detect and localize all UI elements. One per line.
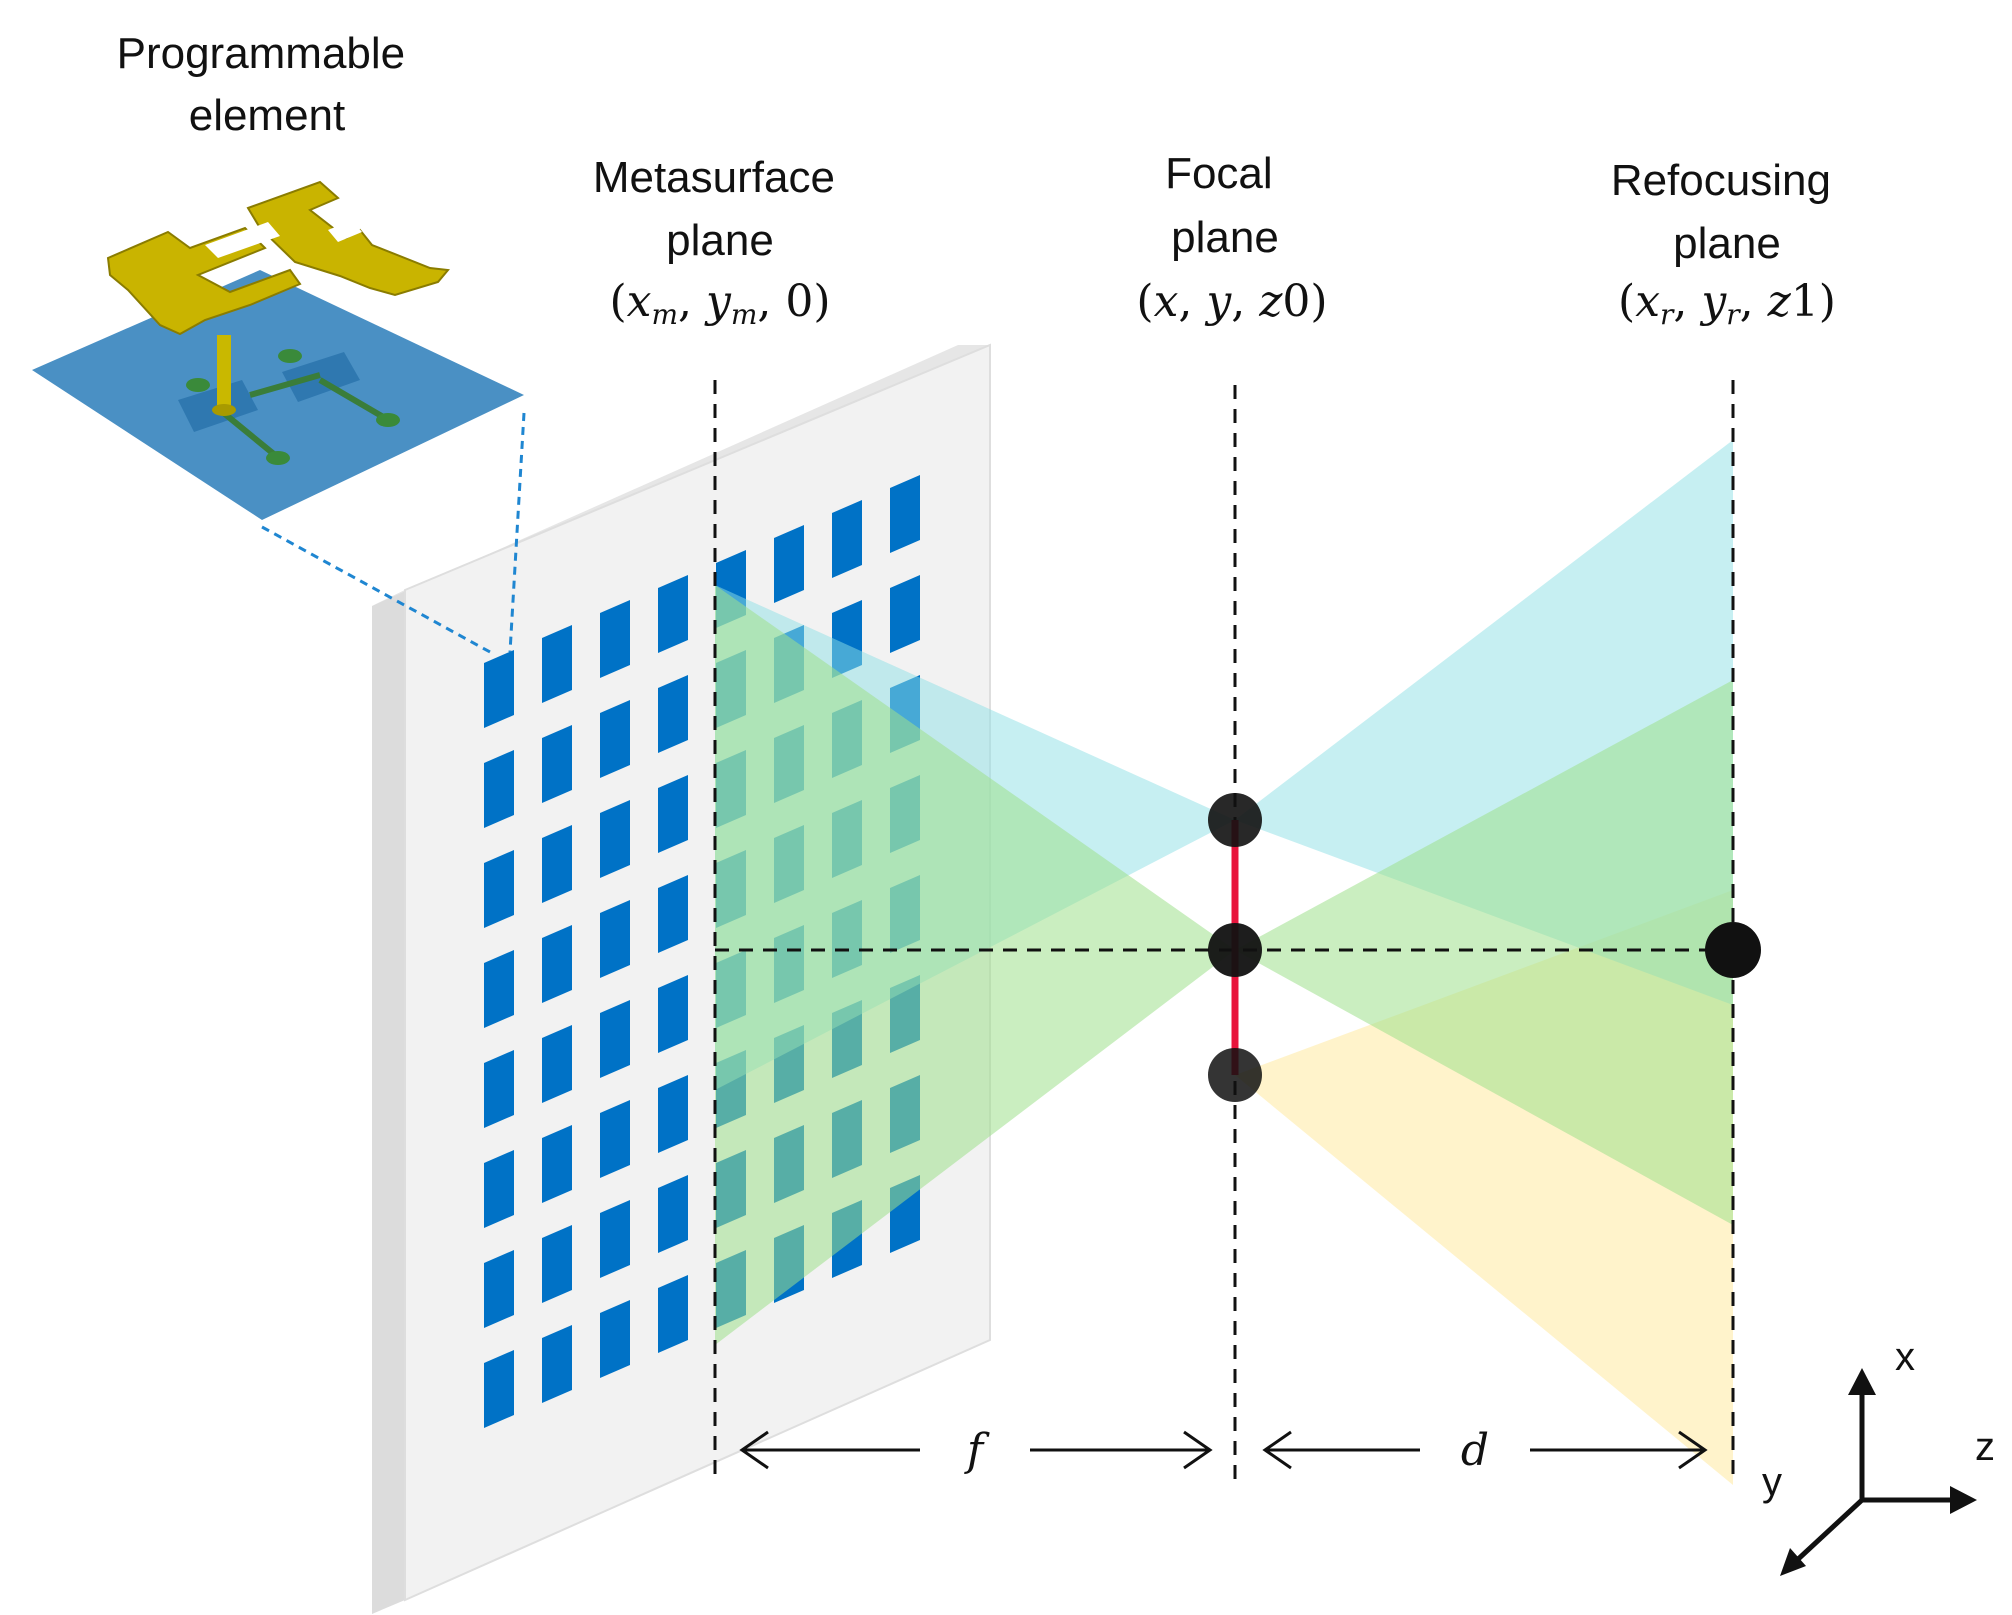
substrate [32,270,524,520]
metasurface-element [542,825,572,903]
metasurface-element [832,500,862,578]
metasurface-element [484,850,514,928]
focal-point-top [1208,793,1262,847]
focal-point-center [1208,923,1262,977]
distance-d-label: d [1461,1425,1489,1476]
metasurface-element [600,1000,630,1078]
metasurface-element [658,1275,688,1353]
axis-x-label: x [1895,1335,1915,1379]
programmable-element-label: Programmable element [117,29,418,140]
metasurface-element [658,675,688,753]
beams [715,440,1733,1485]
green-beam [715,585,1733,1345]
metasurface-element [542,1025,572,1103]
metasurface-element [542,1225,572,1303]
metasurface-plane-label: Metasurface plane [593,153,847,265]
refocusing-coords: (xr, yr, z1) [1618,276,1836,331]
metasurface-element [542,625,572,703]
metasurface-element [890,575,920,653]
coordinate-axes [1780,1368,1977,1576]
metasurface-element [600,1100,630,1178]
distance-f-label: f [964,1425,990,1476]
metasurface-element [658,1175,688,1253]
metasurface-element [542,925,572,1003]
metasurface-element [484,1050,514,1128]
focal-points [1208,793,1761,1102]
metasurface-element [658,575,688,653]
focal-plane-label: Focal plane [1165,149,1285,262]
metasurface-element [542,1125,572,1203]
gold-patch [106,226,302,336]
metasurface-element [542,1325,572,1403]
metasurface-element [542,725,572,803]
refocusing-plane-label: Refocusing plane [1611,156,1843,268]
metasurface-element [600,900,630,978]
programmable-element-illustration [32,180,526,654]
metasurface-element [484,650,514,728]
axis-y-label: y [1762,1460,1782,1504]
distance-arrows [739,1430,1708,1470]
metasurface-element [484,1350,514,1428]
metasurface-element [600,1300,630,1378]
refocus-point [1705,922,1761,978]
metasurface-element [484,1250,514,1328]
metasurface-coords: (xm, ym, 0) [609,276,830,331]
metasurface-element [600,600,630,678]
metasurface-element [658,1075,688,1153]
metasurface-element [658,975,688,1053]
metasurface-element [484,950,514,1028]
metasurface-element [658,875,688,953]
metasurface-element [484,750,514,828]
metasurface-element [658,775,688,853]
metasurface-element [600,800,630,878]
axis-z-label: z [1975,1425,1995,1469]
metasurface-element [774,525,804,603]
focal-coords: (x, y, z0) [1136,276,1327,327]
focal-point-bottom [1208,1048,1262,1102]
metasurface-element [484,1150,514,1228]
metasurface-element [600,700,630,778]
metasurface-element [890,475,920,553]
metasurface-element [600,1200,630,1278]
